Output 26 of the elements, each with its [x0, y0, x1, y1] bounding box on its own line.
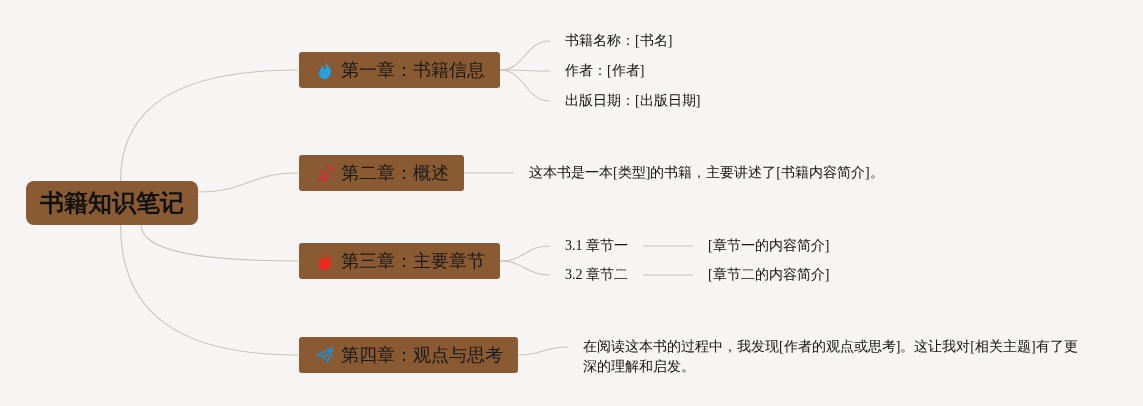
chapter-box: [299, 243, 500, 279]
chapter-title: 第四章：观点与思考: [341, 344, 503, 367]
connector-line: [499, 260, 551, 276]
connector-line: [120, 224, 299, 356]
note-text: [章节一的内容简介]: [708, 236, 830, 256]
note-text: 在阅读这本书的过程中，我发现[作者的观点或思考]。这让我对[相关主题]有了更深的理解和启发。: [583, 337, 1083, 377]
chapter-title: 第二章：概述: [341, 162, 449, 185]
note-text: 出版日期：[出版日期]: [565, 91, 701, 111]
chapter-box: [299, 155, 464, 191]
connector-line: [499, 69, 551, 72]
connector-line: [120, 69, 299, 182]
chapter-box: [299, 337, 518, 373]
note-text: 作者：[作者]: [565, 61, 645, 81]
connector-line: [499, 69, 551, 102]
note-text: 书籍名称：[书名]: [565, 31, 673, 51]
chapter-title: 第一章：书籍信息: [341, 59, 485, 82]
note-text: 3.2 章节二: [565, 265, 628, 285]
note-text: 3.1 章节一: [565, 236, 628, 256]
note-text: [章节二的内容简介]: [708, 265, 830, 285]
chapter-title: 第三章：主要章节: [341, 250, 485, 273]
connector-line: [140, 224, 299, 262]
note-text: 这本书是一本[类型]的书籍，主要讲述了[书籍内容简介]。: [529, 163, 884, 183]
connector-line: [197, 172, 299, 193]
root-box: 书籍知识笔记: [26, 181, 198, 225]
connector-line: [517, 346, 569, 356]
chapter-box: [299, 52, 500, 88]
